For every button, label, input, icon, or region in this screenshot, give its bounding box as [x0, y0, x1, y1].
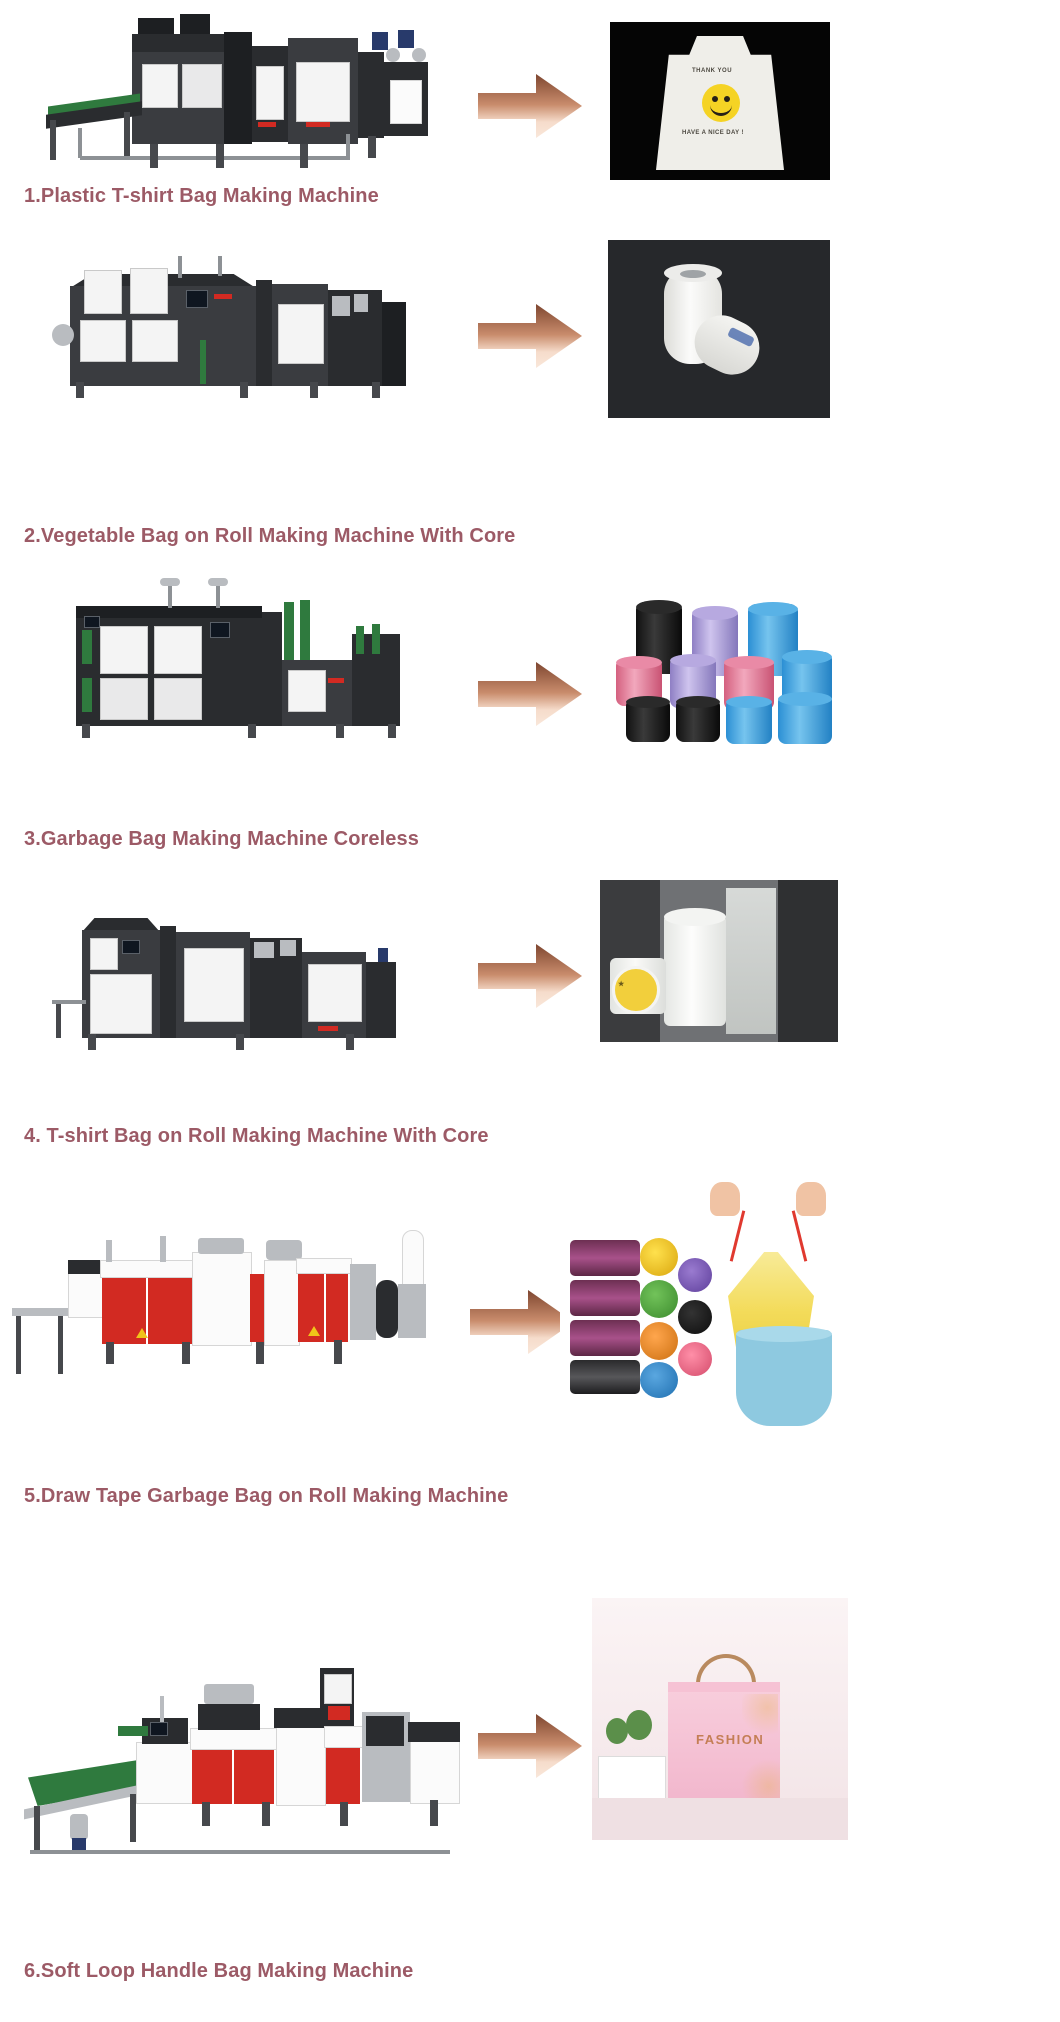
product-row-4: ★ 4. T-shirt Bag on Roll Making Machine … [0, 880, 1060, 1180]
machine-image-4 [40, 890, 420, 1060]
product-image-5 [560, 1180, 860, 1440]
product-6-text: FASHION [696, 1732, 765, 1747]
caption-6: 6.Soft Loop Handle Bag Making Machine [24, 1960, 414, 1982]
flow-arrow-6 [478, 1712, 582, 1780]
product-image-6: FASHION [592, 1598, 848, 1840]
smiley-face-icon [702, 84, 740, 122]
caption-2: 2.Vegetable Bag on Roll Making Machine W… [24, 525, 516, 547]
flow-arrow-1 [478, 72, 582, 140]
product-image-2 [608, 240, 830, 418]
product-row-3: 3.Garbage Bag Making Machine Coreless [0, 570, 1060, 880]
product-image-1: THANK YOU HAVE A NICE DAY ! [610, 22, 830, 180]
product-image-3 [596, 594, 846, 754]
product-row-5: 5.Draw Tape Garbage Bag on Roll Making M… [0, 1180, 1060, 1560]
caption-1: 1.Plastic T-shirt Bag Making Machine [24, 185, 379, 207]
decor-plant-1 [606, 1718, 628, 1744]
decor-fence [598, 1756, 666, 1802]
product-1-text-bottom: HAVE A NICE DAY ! [682, 130, 744, 136]
machine-image-5 [10, 1220, 450, 1400]
machine-image-6 [10, 1660, 480, 1860]
machine-image-1 [20, 8, 440, 198]
flow-arrow-2 [478, 302, 582, 370]
decor-plant-2 [626, 1710, 652, 1740]
flow-arrow-5 [470, 1288, 574, 1356]
product-image-4: ★ [600, 880, 838, 1042]
machine-image-2 [50, 250, 410, 400]
product-row-1: THANK YOU HAVE A NICE DAY ! 1.Plastic T-… [0, 0, 1060, 240]
caption-5: 5.Draw Tape Garbage Bag on Roll Making M… [24, 1485, 509, 1507]
product-row-2: 2.Vegetable Bag on Roll Making Machine W… [0, 240, 1060, 570]
flow-arrow-4 [478, 942, 582, 1010]
caption-4: 4. T-shirt Bag on Roll Making Machine Wi… [24, 1125, 489, 1147]
product-1-text-top: THANK YOU [692, 68, 733, 74]
product-row-6: FASHION 6.Soft Loop Handle Bag Making Ma… [0, 1560, 1060, 2022]
caption-3: 3.Garbage Bag Making Machine Coreless [24, 828, 419, 850]
machine-image-3 [60, 578, 420, 738]
flow-arrow-3 [478, 660, 582, 728]
